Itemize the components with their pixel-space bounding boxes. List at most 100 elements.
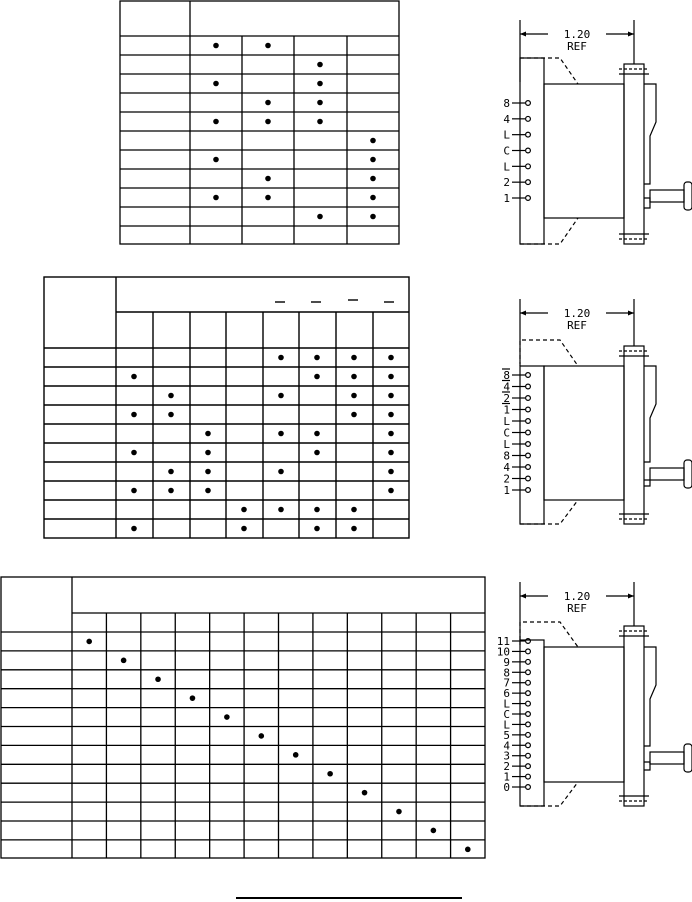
pin-label: 8 — [503, 97, 510, 110]
table-2-dot — [351, 506, 357, 513]
pin-label: 10 — [497, 645, 510, 658]
table-2-dot — [388, 411, 394, 418]
pin-label: 1 — [503, 404, 510, 417]
table-1-dot — [213, 80, 219, 87]
table-2-dot — [168, 468, 174, 475]
pin-hole — [524, 773, 531, 780]
pin-label: C — [503, 708, 510, 721]
pin-label: 11 — [497, 635, 510, 648]
pin-hole — [524, 115, 531, 122]
table-1-dot — [213, 42, 219, 49]
pin-label: L — [503, 415, 510, 428]
table-2-dots — [131, 354, 394, 532]
pin-label: 4 — [503, 461, 510, 474]
pin-hole — [524, 658, 531, 665]
table-1-dot — [213, 118, 219, 125]
table-2-dot — [205, 468, 211, 475]
pin-hole — [524, 99, 531, 106]
pin-label: 7 — [503, 677, 510, 690]
pin-label: 1 — [503, 771, 510, 784]
table-3-dot — [258, 733, 265, 739]
pin-label: 2 — [503, 176, 510, 189]
pin-label: 9 — [503, 656, 510, 669]
pin-label: L — [503, 129, 510, 142]
pin-label: 2 — [503, 392, 510, 405]
table-2-dot — [205, 449, 211, 456]
table-2-dot — [388, 354, 394, 361]
pin-hole — [524, 406, 531, 413]
pin-hole — [524, 475, 531, 482]
pin-label: 6 — [503, 687, 510, 700]
table-1-dot — [265, 99, 271, 106]
pin-hole — [524, 195, 531, 202]
pin-hole — [524, 452, 531, 459]
table-1-dots — [213, 42, 376, 220]
pin-label: C — [503, 427, 510, 440]
table-2-dot — [314, 354, 320, 361]
pin-hole — [524, 721, 531, 728]
pin-label: 4 — [503, 381, 510, 394]
table-3-dot — [155, 676, 161, 683]
table-2-dot — [351, 354, 357, 361]
pin-label: 1 — [503, 484, 510, 497]
pin-hole — [524, 487, 531, 494]
pin-label: L — [503, 698, 510, 711]
table-2-dot — [278, 468, 284, 475]
table-3-dot — [361, 789, 368, 796]
table-1-dot — [213, 194, 219, 201]
pin-hole — [524, 429, 531, 436]
pin-hole — [524, 783, 531, 790]
pin-hole — [524, 383, 531, 390]
dimension-value: 1.20 — [564, 590, 591, 603]
table-2-dot — [278, 354, 284, 361]
pin-label: 0 — [503, 781, 510, 794]
truth-table-1 — [119, 0, 400, 245]
dimension-ref: REF — [567, 602, 587, 615]
pin-label: 8 — [503, 450, 510, 463]
pin-hole — [524, 742, 531, 749]
pin-hole — [524, 372, 531, 379]
dimension-value: 1.20 — [564, 28, 591, 41]
pin-hole — [524, 418, 531, 425]
table-2-dot — [314, 373, 320, 380]
pin-label: 2 — [503, 473, 510, 486]
table-1-dot — [317, 80, 323, 87]
table-2-dot — [131, 373, 137, 380]
table-2-dot — [168, 487, 174, 494]
table-3-dots — [86, 638, 471, 853]
table-1-dot — [265, 42, 271, 49]
table-2-dot — [388, 430, 394, 437]
table-2-dot — [205, 430, 211, 437]
table-1-dot — [317, 213, 323, 220]
pin-hole — [524, 163, 531, 170]
dimension-value: 1.20 — [564, 307, 591, 320]
table-1-dot — [317, 99, 323, 106]
table-2-dot — [351, 525, 357, 532]
table-1-dot — [317, 118, 323, 125]
table-2-dot — [131, 525, 137, 532]
table-2-dot — [351, 392, 357, 399]
table-2-dot — [241, 525, 247, 532]
table-1-dot — [370, 213, 376, 220]
table-1-dot — [265, 118, 271, 125]
pin-label: C — [503, 145, 510, 158]
table-2-dot — [388, 449, 394, 456]
table-3-dot — [327, 770, 333, 777]
table-3-dot — [396, 808, 402, 815]
pin-hole — [524, 710, 531, 717]
pin-hole — [524, 700, 531, 707]
pin-hole — [524, 395, 531, 402]
table-2-dot — [278, 392, 284, 399]
pin-hole — [524, 731, 531, 738]
pin-hole — [524, 441, 531, 448]
table-1-dot — [317, 61, 323, 68]
truth-table-3 — [0, 576, 486, 859]
table-1-dot — [265, 175, 271, 182]
pin-label: 4 — [503, 739, 510, 752]
pin-hole — [524, 669, 531, 676]
pin-label: 2 — [503, 760, 510, 773]
table-3-dot — [430, 827, 437, 834]
